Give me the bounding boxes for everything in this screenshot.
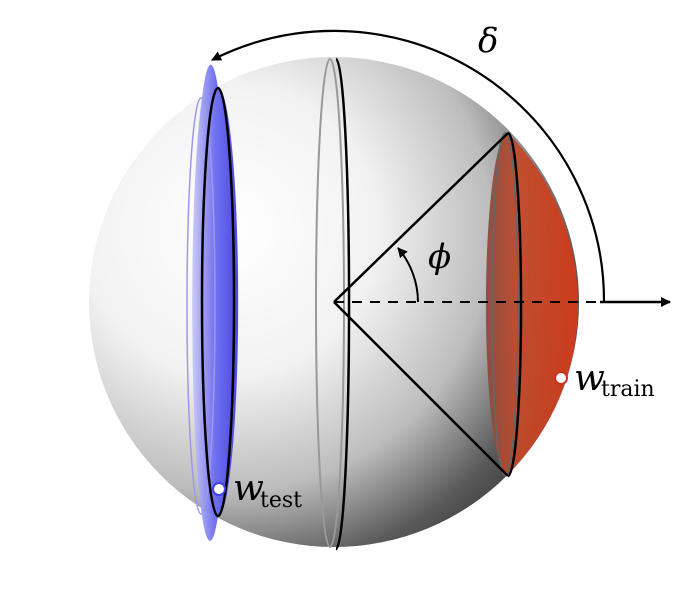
w-test-label-sub: test (260, 488, 302, 513)
phi-label: ϕ (428, 237, 451, 277)
w-train-label-sub: train (601, 377, 655, 402)
cap-boundary-front (507, 131, 523, 478)
cap-boundary-back (491, 132, 519, 476)
w-train-label-main: w (574, 358, 605, 399)
w-train-point (554, 371, 568, 385)
test-band-inner-ellipse (186, 97, 216, 515)
cone-upper-line (333, 132, 509, 303)
phi-angle-arc (397, 247, 419, 303)
train-cap-region (485, 133, 579, 476)
delta-arc (211, 29, 606, 303)
w-test-point (212, 482, 226, 496)
w-test-label-main: w (233, 468, 264, 509)
delta-label: δ (478, 21, 498, 61)
test-band-outer-ellipse (200, 86, 236, 518)
central-ring-front (335, 57, 351, 551)
cone-lower-line (333, 301, 509, 477)
